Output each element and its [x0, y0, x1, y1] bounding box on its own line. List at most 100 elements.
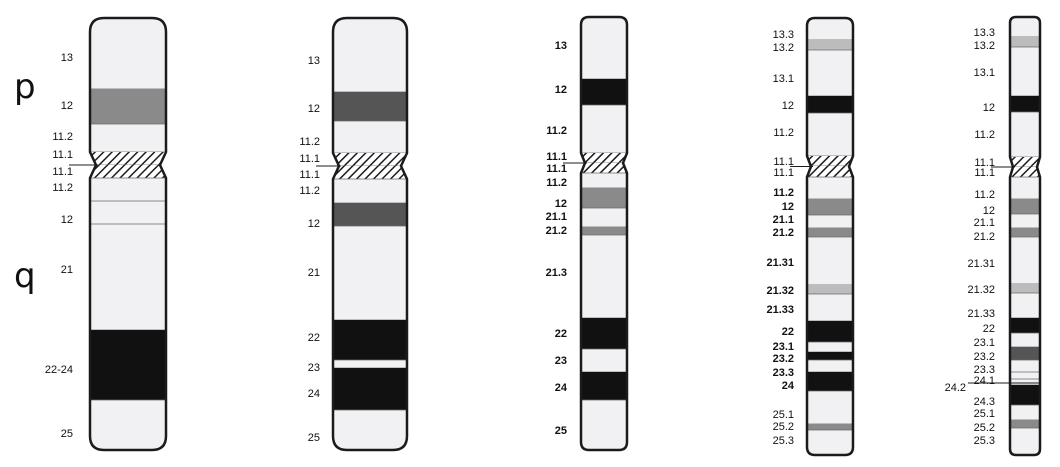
band-q12: [581, 188, 627, 208]
band-label: 12: [308, 218, 320, 230]
band-q11-1: [581, 163, 627, 173]
band-label: 25.3: [974, 435, 995, 447]
band-q21-32: [807, 285, 853, 294]
band-label: 11.1: [773, 167, 794, 179]
band-label: 25.3: [773, 435, 794, 447]
band-p12: [333, 92, 407, 121]
band-label: 11.1: [299, 153, 320, 165]
band-p13-2: [807, 40, 853, 50]
p-arm-label: p: [14, 67, 36, 107]
band-label: 21.32: [766, 285, 794, 297]
band-label: 24: [308, 388, 320, 400]
band-label: 12: [983, 205, 995, 217]
chromosome-3: 131211.211.111.111.21221.121.221.3222324…: [546, 15, 629, 452]
band-label: 13.3: [974, 27, 995, 39]
band-q12: [1010, 199, 1040, 214]
band-label: 25.1: [773, 409, 794, 421]
band-label: 21.1: [773, 214, 794, 226]
band-label: 12: [782, 201, 794, 213]
band-label: 11.1: [974, 157, 995, 169]
band-q12: [333, 203, 407, 226]
band-label: 13: [308, 55, 320, 67]
chromosomes-layer: 131211.211.111.111.2122122-2425131211.21…: [45, 15, 1042, 457]
band-label: 25.1: [974, 408, 995, 420]
band-label: 24.1: [974, 375, 995, 387]
band-label: 11.2: [299, 185, 320, 197]
band-q23-2: [1010, 347, 1040, 360]
band-label: 13.2: [974, 40, 995, 52]
band-label: 22: [555, 328, 567, 340]
band-label: 22-24: [45, 364, 73, 376]
band-q24-3: [1010, 385, 1040, 405]
band-label: 23.1: [974, 337, 995, 349]
band-p13-2: [1010, 37, 1040, 47]
band-label: 11.1: [52, 149, 73, 161]
q-arm-label: q: [14, 256, 36, 296]
band-p12: [1010, 96, 1040, 112]
band-q11-1: [1010, 167, 1040, 177]
band-label: 11.1: [546, 151, 567, 163]
band-label: 12: [555, 84, 567, 96]
band-label: 11.2: [974, 129, 995, 141]
band-q24: [581, 372, 627, 400]
band-label: 25.2: [974, 422, 995, 434]
band-label: 12: [782, 100, 794, 112]
band-label: 11.2: [546, 177, 567, 189]
band-q12: [807, 199, 853, 215]
band-label: 13.1: [773, 73, 794, 85]
band-group: [1010, 36, 1040, 455]
band-q22: [581, 318, 627, 349]
chromosome-outline: [88, 16, 168, 452]
band-label: 11.2: [52, 182, 73, 194]
band-q21-2: [1010, 228, 1040, 237]
chromosome-outline: [1008, 15, 1042, 457]
band-label: 21.3: [546, 267, 567, 279]
band-label: 21.32: [967, 284, 995, 296]
band-label: 24.2: [945, 382, 966, 394]
band-label: 13.2: [773, 42, 794, 54]
band-label: 24: [782, 380, 795, 392]
band-label: 22: [308, 332, 320, 344]
band-label: 23: [308, 362, 320, 374]
band-q22: [807, 321, 853, 342]
band-label: 13.3: [773, 29, 794, 41]
band-label: 12: [61, 214, 73, 226]
band-q22: [333, 320, 407, 360]
band-label: 23.3: [773, 367, 794, 379]
band-label: 11.1: [52, 166, 73, 178]
band-label: 11.2: [974, 189, 995, 201]
band-label: 21.33: [766, 304, 794, 316]
band-label: 21.33: [967, 308, 995, 320]
band-group: [90, 88, 166, 450]
band-label: 12: [308, 103, 320, 115]
band-q25-2: [807, 424, 853, 430]
band-label: 23.3: [974, 364, 995, 376]
band-label: 22: [983, 323, 995, 335]
band-q21-32: [1010, 284, 1040, 293]
chromosome-outline: [805, 16, 855, 457]
band-p12: [807, 96, 853, 113]
band-group: [807, 39, 853, 455]
band-p12: [90, 89, 166, 124]
band-group: [333, 91, 407, 450]
band-label: 11.2: [773, 187, 794, 199]
band-label: 25: [555, 425, 567, 437]
band-label: 11.2: [546, 125, 567, 137]
band-label: 24.3: [974, 396, 995, 408]
band-label: 21.2: [974, 231, 995, 243]
band-q22-24: [90, 330, 166, 400]
band-label: 21.31: [766, 257, 794, 269]
band-label: 11.1: [299, 169, 320, 181]
band-p11-1: [333, 153, 407, 166]
band-label: 23.2: [773, 353, 794, 365]
band-q21-2: [807, 228, 853, 237]
band-label: 21.1: [546, 211, 567, 223]
band-label: 21.2: [773, 227, 794, 239]
band-label: 11.2: [299, 136, 320, 148]
band-label: 21.2: [546, 225, 567, 237]
band-label: 12: [61, 100, 73, 112]
band-label: 21: [61, 264, 73, 276]
